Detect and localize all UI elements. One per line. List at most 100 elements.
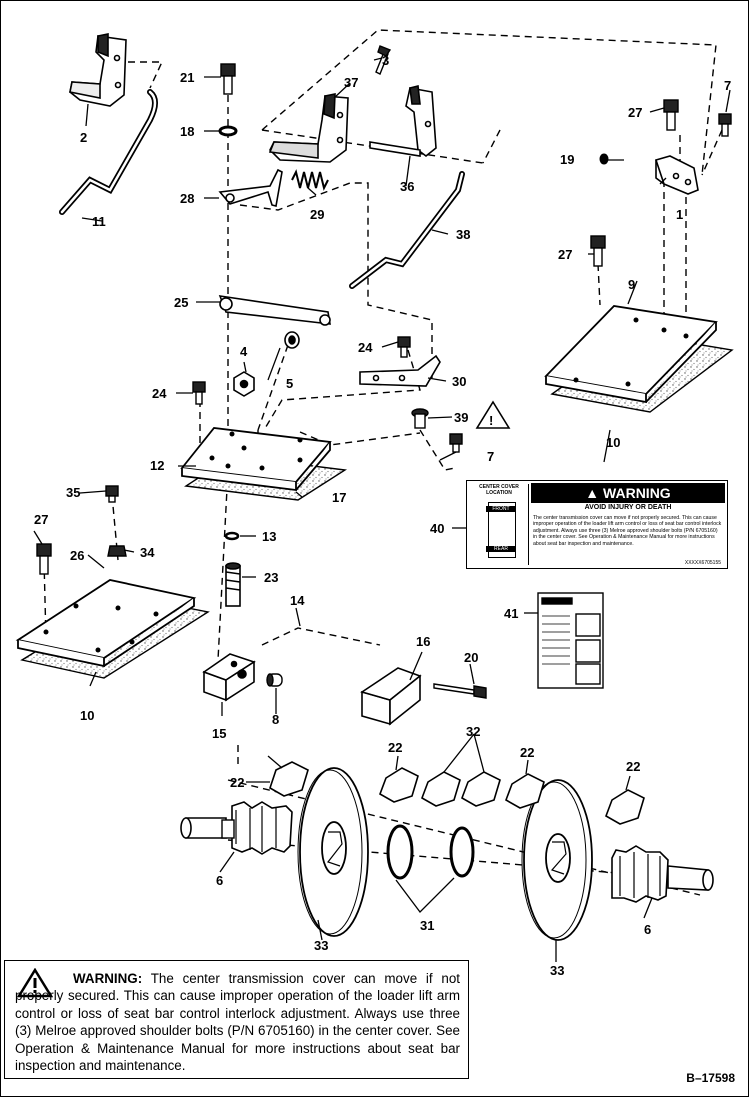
callout-24-right: 24 bbox=[358, 340, 373, 355]
bolt-part-35 bbox=[105, 485, 119, 503]
callout-13: 13 bbox=[262, 529, 276, 544]
callout-24-left: 24 bbox=[152, 386, 167, 401]
link-part-25 bbox=[218, 295, 331, 326]
block-part-16 bbox=[360, 667, 422, 726]
nut-part-34 bbox=[107, 545, 127, 557]
bolt-part-27-left bbox=[36, 543, 52, 575]
callout-9: 9 bbox=[628, 277, 635, 292]
bracket-part-30 bbox=[359, 354, 441, 387]
bolt-part-20 bbox=[433, 683, 487, 699]
caution-exclamation: ! bbox=[489, 413, 493, 428]
decal-heading: ▲ WARNING bbox=[531, 483, 725, 503]
nut-part-4 bbox=[233, 371, 255, 397]
figure-reference: B–17598 bbox=[686, 1071, 735, 1085]
leader-lines bbox=[395, 733, 485, 913]
callout-28: 28 bbox=[180, 191, 194, 206]
bolt-part-7-center bbox=[449, 433, 463, 453]
rod-part-11 bbox=[60, 90, 157, 214]
center-cover-part-12 bbox=[180, 427, 348, 501]
callout-41: 41 bbox=[504, 606, 518, 621]
callout-34: 34 bbox=[140, 545, 155, 560]
decal-heading-text: WARNING bbox=[603, 485, 671, 501]
right-axle-part-6 bbox=[611, 845, 714, 903]
callout-27-top: 27 bbox=[628, 105, 642, 120]
warning-text-block: WARNING: The center transmission cover c… bbox=[15, 970, 460, 1074]
callout-30: 30 bbox=[452, 374, 466, 389]
callout-22-d: 22 bbox=[626, 759, 640, 774]
callout-11: 11 bbox=[92, 214, 106, 229]
caution-triangle-icon bbox=[475, 400, 511, 429]
callout-14: 14 bbox=[290, 593, 305, 608]
decal-cover-location-caption: CENTER COVER LOCATION bbox=[479, 484, 519, 496]
callout-38: 38 bbox=[456, 227, 470, 242]
warning-text: The center transmission cover can move i… bbox=[15, 971, 460, 1074]
warning-decal-part-40: CENTER COVER LOCATION FRONT REAR ▲ WARNI… bbox=[466, 480, 728, 569]
warning-box: WARNING: The center transmission cover c… bbox=[4, 960, 469, 1079]
callout-37: 37 bbox=[344, 75, 358, 90]
callout-15: 15 bbox=[212, 726, 226, 741]
callout-7-right: 7 bbox=[724, 78, 731, 93]
callout-5: 5 bbox=[286, 376, 293, 391]
shoulder-bolt-part-39 bbox=[411, 408, 429, 429]
callout-10-left: 10 bbox=[80, 708, 94, 723]
callout-labels: 1 2 3 4 5 6 6 7 7 8 9 10 10 11 12 13 14 … bbox=[34, 53, 731, 978]
callout-27-left: 27 bbox=[34, 512, 48, 527]
callout-1: 1 bbox=[676, 207, 683, 222]
callout-12: 12 bbox=[150, 458, 164, 473]
shaft-bracket-part-36 bbox=[369, 85, 437, 158]
callout-19: 19 bbox=[560, 152, 574, 167]
left-cover-part-26 bbox=[15, 579, 210, 679]
callout-33-right: 33 bbox=[550, 963, 564, 978]
callout-23: 23 bbox=[264, 570, 278, 585]
pin-part-23 bbox=[225, 562, 241, 607]
callout-6-left: 6 bbox=[216, 873, 223, 888]
callout-7-center: 7 bbox=[487, 449, 494, 464]
disc-part-33-left bbox=[297, 767, 369, 937]
spring-part-29 bbox=[291, 169, 329, 191]
bracket-part-37 bbox=[268, 93, 349, 163]
disc-part-33-right bbox=[521, 779, 593, 941]
callout-33-left: 33 bbox=[314, 938, 328, 953]
callout-40: 40 bbox=[430, 521, 444, 536]
callout-26: 26 bbox=[70, 548, 84, 563]
bolt-part-27-top bbox=[663, 99, 679, 131]
decal-subheading: AVOID INJURY OR DEATH bbox=[584, 504, 672, 511]
lever-part-28 bbox=[218, 168, 283, 207]
callout-22-a: 22 bbox=[230, 775, 244, 790]
callout-20: 20 bbox=[464, 650, 478, 665]
callout-27-mid: 27 bbox=[558, 247, 572, 262]
callout-35: 35 bbox=[66, 485, 80, 500]
warning-label: WARNING: bbox=[73, 971, 143, 986]
right-cover-part-9 bbox=[544, 305, 734, 413]
rod-part-38 bbox=[350, 172, 464, 288]
shims-part-22-32 bbox=[269, 761, 645, 825]
snap-ring-part-31 bbox=[386, 824, 475, 880]
washer-part-19 bbox=[599, 153, 609, 165]
callout-2: 2 bbox=[80, 130, 87, 145]
decal-cover-diagram bbox=[488, 502, 516, 558]
seat-bar-bracket-part-2 bbox=[69, 33, 127, 107]
washer-part-18 bbox=[218, 125, 238, 137]
callout-36: 36 bbox=[400, 179, 414, 194]
bracket-part-1 bbox=[654, 155, 699, 195]
callout-leaders bbox=[33, 57, 731, 962]
callout-8: 8 bbox=[272, 712, 279, 727]
decal-code: XXXXX6705155 bbox=[684, 560, 721, 566]
warning-triangle-icon bbox=[17, 968, 53, 998]
screw-part-8 bbox=[266, 673, 283, 687]
callout-21: 21 bbox=[180, 70, 194, 85]
bolt-part-7-right bbox=[718, 113, 732, 137]
bolt-part-24-left bbox=[192, 381, 206, 405]
left-axle-part-6 bbox=[180, 801, 293, 855]
manual-part-41 bbox=[537, 592, 604, 689]
decal-body: The center transmission cover can move i… bbox=[533, 515, 722, 547]
callout-16: 16 bbox=[416, 634, 430, 649]
callout-18: 18 bbox=[180, 124, 194, 139]
bushing-part-5 bbox=[284, 331, 300, 349]
callout-4: 4 bbox=[240, 344, 248, 359]
decal-cover-location: CENTER COVER LOCATION FRONT REAR bbox=[470, 484, 529, 565]
callout-22-c: 22 bbox=[520, 745, 534, 760]
callout-3: 3 bbox=[382, 53, 389, 68]
callout-17: 17 bbox=[332, 490, 346, 505]
